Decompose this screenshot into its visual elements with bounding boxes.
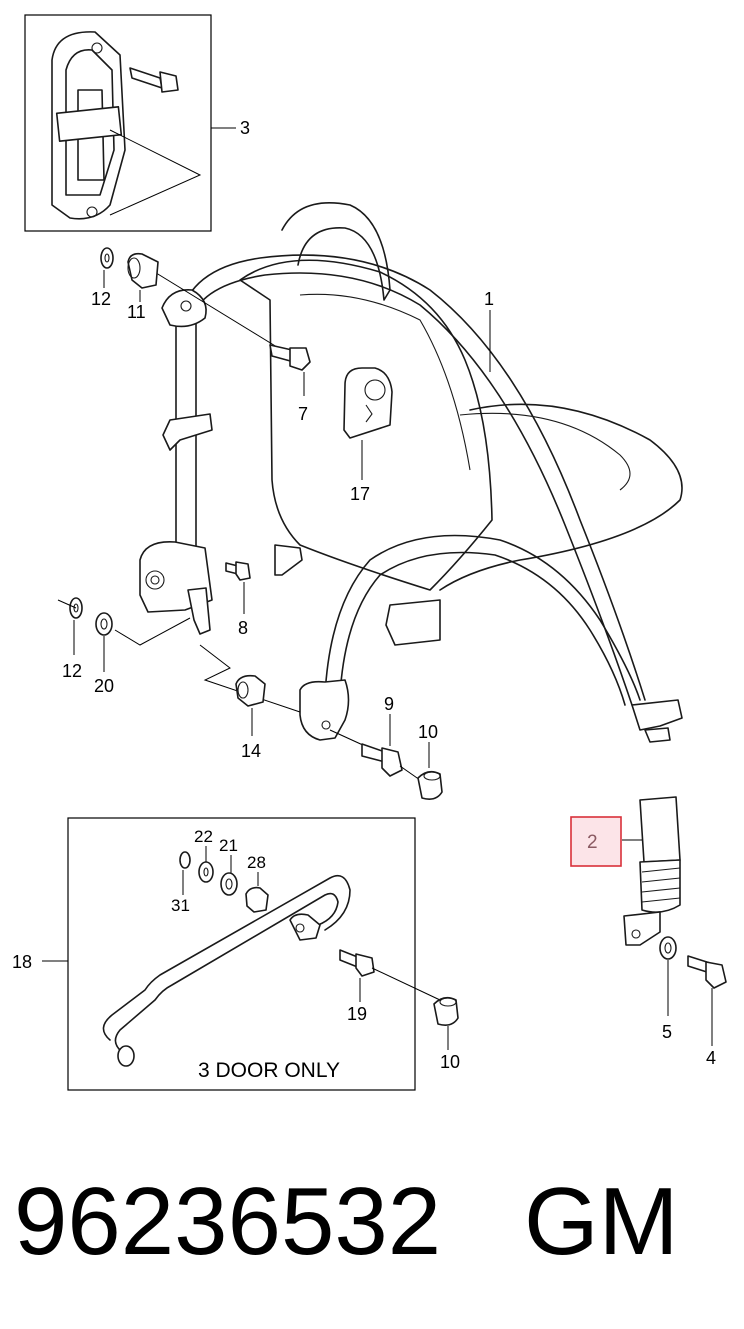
brand: GM xyxy=(524,1168,679,1275)
callout-19: 19 xyxy=(347,1004,367,1024)
bolt-8 xyxy=(225,561,251,614)
retractor-assembly xyxy=(114,289,301,713)
callout-22: 22 xyxy=(194,827,213,846)
belt-webbing xyxy=(179,254,683,743)
callout-11: 11 xyxy=(127,302,146,322)
cap-10-main xyxy=(417,742,443,800)
callout-17: 17 xyxy=(350,484,370,504)
seat-back xyxy=(239,202,683,646)
washer-20 xyxy=(95,612,113,672)
recliner-knob xyxy=(343,367,393,480)
bolt-9 xyxy=(329,714,421,781)
washer-5 xyxy=(659,936,677,1016)
callout-2-highlight xyxy=(570,816,622,867)
inset-note: 3 DOOR ONLY xyxy=(198,1059,340,1082)
callout-4: 4 xyxy=(706,1048,716,1068)
callout-21: 21 xyxy=(219,836,238,855)
callout-7: 7 xyxy=(298,404,308,424)
callout-12-top: 12 xyxy=(91,289,111,309)
buckle-assembly xyxy=(622,796,681,946)
cap-10-lower xyxy=(433,996,459,1050)
callout-8: 8 xyxy=(238,618,248,638)
washer-12-mid xyxy=(57,597,83,655)
callout-12-mid: 12 xyxy=(62,661,82,681)
callout-3: 3 xyxy=(240,118,250,138)
callout-28: 28 xyxy=(247,853,266,872)
part-number: 96236532 xyxy=(14,1168,441,1275)
callout-9: 9 xyxy=(384,694,394,714)
callout-20: 20 xyxy=(94,676,114,696)
callout-10-lower: 10 xyxy=(440,1052,460,1072)
bolt-7 xyxy=(147,267,311,396)
callout-1: 1 xyxy=(484,289,494,309)
inset-three-door xyxy=(42,817,441,1091)
callout-18: 18 xyxy=(12,952,32,972)
inset-anchor-plate-detail xyxy=(24,14,236,232)
spacer-14 xyxy=(235,674,266,736)
callout-31: 31 xyxy=(171,896,190,915)
bolt-4 xyxy=(687,955,727,1046)
callout-2: 2 xyxy=(587,832,598,853)
washer-12-top xyxy=(100,247,114,288)
spacer-11 xyxy=(127,252,159,302)
callout-14: 14 xyxy=(241,741,261,761)
callout-5: 5 xyxy=(662,1022,672,1042)
callout-10-main: 10 xyxy=(418,722,438,742)
